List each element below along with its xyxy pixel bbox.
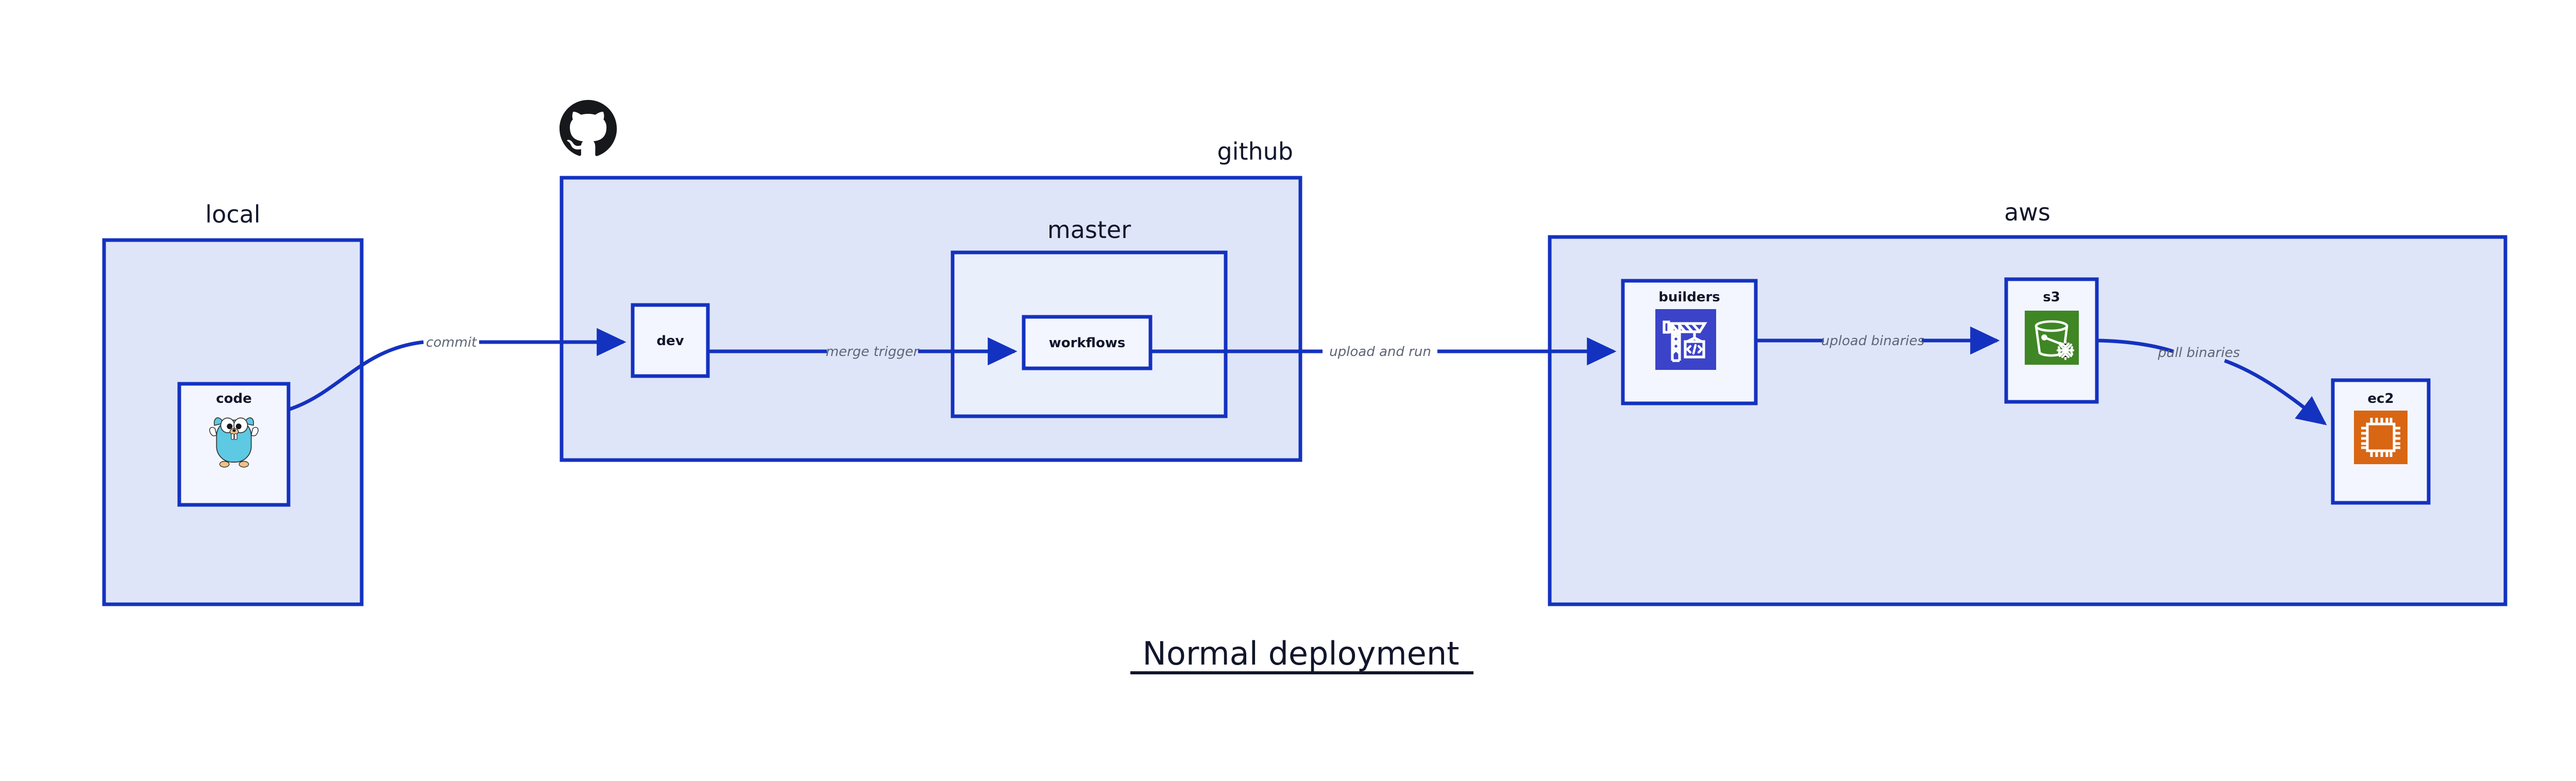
node-builders-label: builders (1658, 290, 1720, 305)
node-builders[interactable]: builders (1621, 279, 1758, 405)
subgroup-master: master workflows (951, 216, 1228, 418)
subgroup-master-label: master (1047, 216, 1131, 244)
group-aws: aws builders s3 (1548, 198, 2507, 606)
edge-label-upload-and-run: upload and run (1329, 344, 1431, 360)
node-code-label: code (216, 391, 252, 406)
node-workflows[interactable]: workflows (1022, 315, 1153, 370)
group-local: local code (102, 200, 364, 606)
diagram-title: Normal deployment (1143, 635, 1460, 672)
node-code[interactable]: code (177, 382, 291, 507)
group-local-label: local (205, 200, 260, 228)
node-dev-label: dev (656, 333, 684, 349)
group-aws-label: aws (2004, 198, 2050, 226)
node-dev[interactable]: dev (631, 303, 710, 378)
edge-label-commit: commit (426, 335, 477, 350)
diagram-title-underline (1130, 671, 1473, 674)
group-github: github dev master workflows (560, 100, 1302, 462)
node-workflows-label: workflows (1049, 335, 1126, 351)
edge-commit (287, 328, 626, 412)
edge-layer (287, 326, 2327, 426)
node-s3-label: s3 (2043, 290, 2060, 305)
node-s3[interactable]: s3 (2004, 277, 2099, 404)
edge-label-upload-binaries: upload binaries (1821, 333, 1924, 349)
aws-ec2-chip-icon (2354, 411, 2408, 464)
edge-label-pull-binaries: pull binaries (2157, 345, 2240, 361)
edge-label-layer: commit merge trigger upload and run uplo… (426, 333, 2240, 361)
diagram-title-group: Normal deployment (1130, 635, 1473, 674)
aws-s3-bucket-icon (2025, 311, 2079, 365)
node-ec2[interactable]: ec2 (2331, 378, 2431, 505)
github-octocat-icon (560, 100, 617, 156)
aws-codebuild-crane-icon (1655, 309, 1716, 370)
group-github-label: github (1217, 138, 1293, 165)
edge-pull-binaries (2096, 338, 2327, 426)
edge-label-merge-trigger: merge trigger (826, 344, 920, 360)
go-gopher-icon (209, 417, 259, 468)
node-ec2-label: ec2 (2367, 391, 2394, 406)
